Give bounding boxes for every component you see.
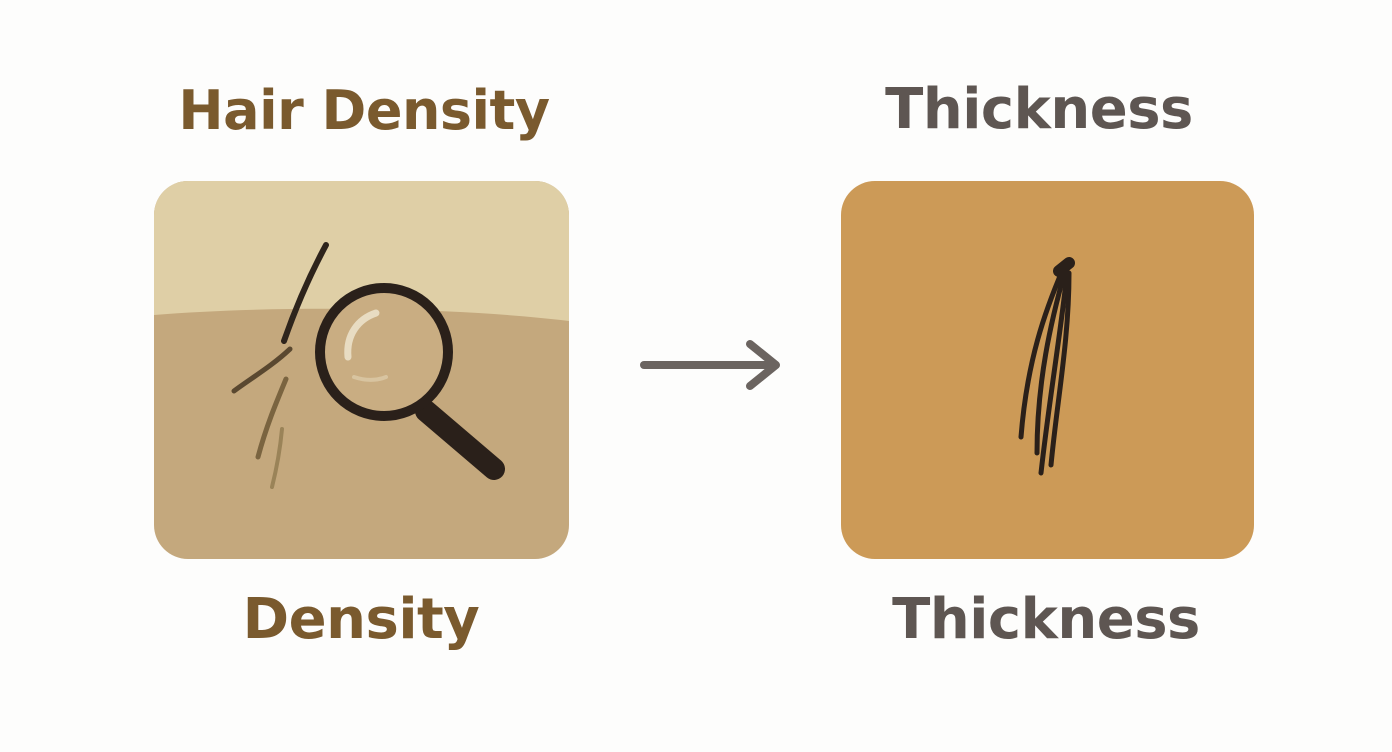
right-arrow-icon (640, 340, 780, 390)
density-panel (154, 181, 569, 559)
density-panel-upper-layer (154, 181, 569, 321)
hair-strands-icon (231, 242, 329, 489)
magnifying-glass-icon (315, 283, 505, 480)
thickness-panel-background (841, 181, 1254, 559)
hair-density-title: Hair Density (178, 79, 550, 142)
thickness-caption: Thickness (892, 587, 1200, 652)
density-illustration (154, 181, 569, 559)
hair-strand-bundle-icon (1018, 257, 1075, 476)
thickness-illustration (841, 181, 1254, 559)
density-caption: Density (242, 587, 480, 652)
thickness-title: Thickness (885, 77, 1193, 142)
thickness-panel (841, 181, 1254, 559)
